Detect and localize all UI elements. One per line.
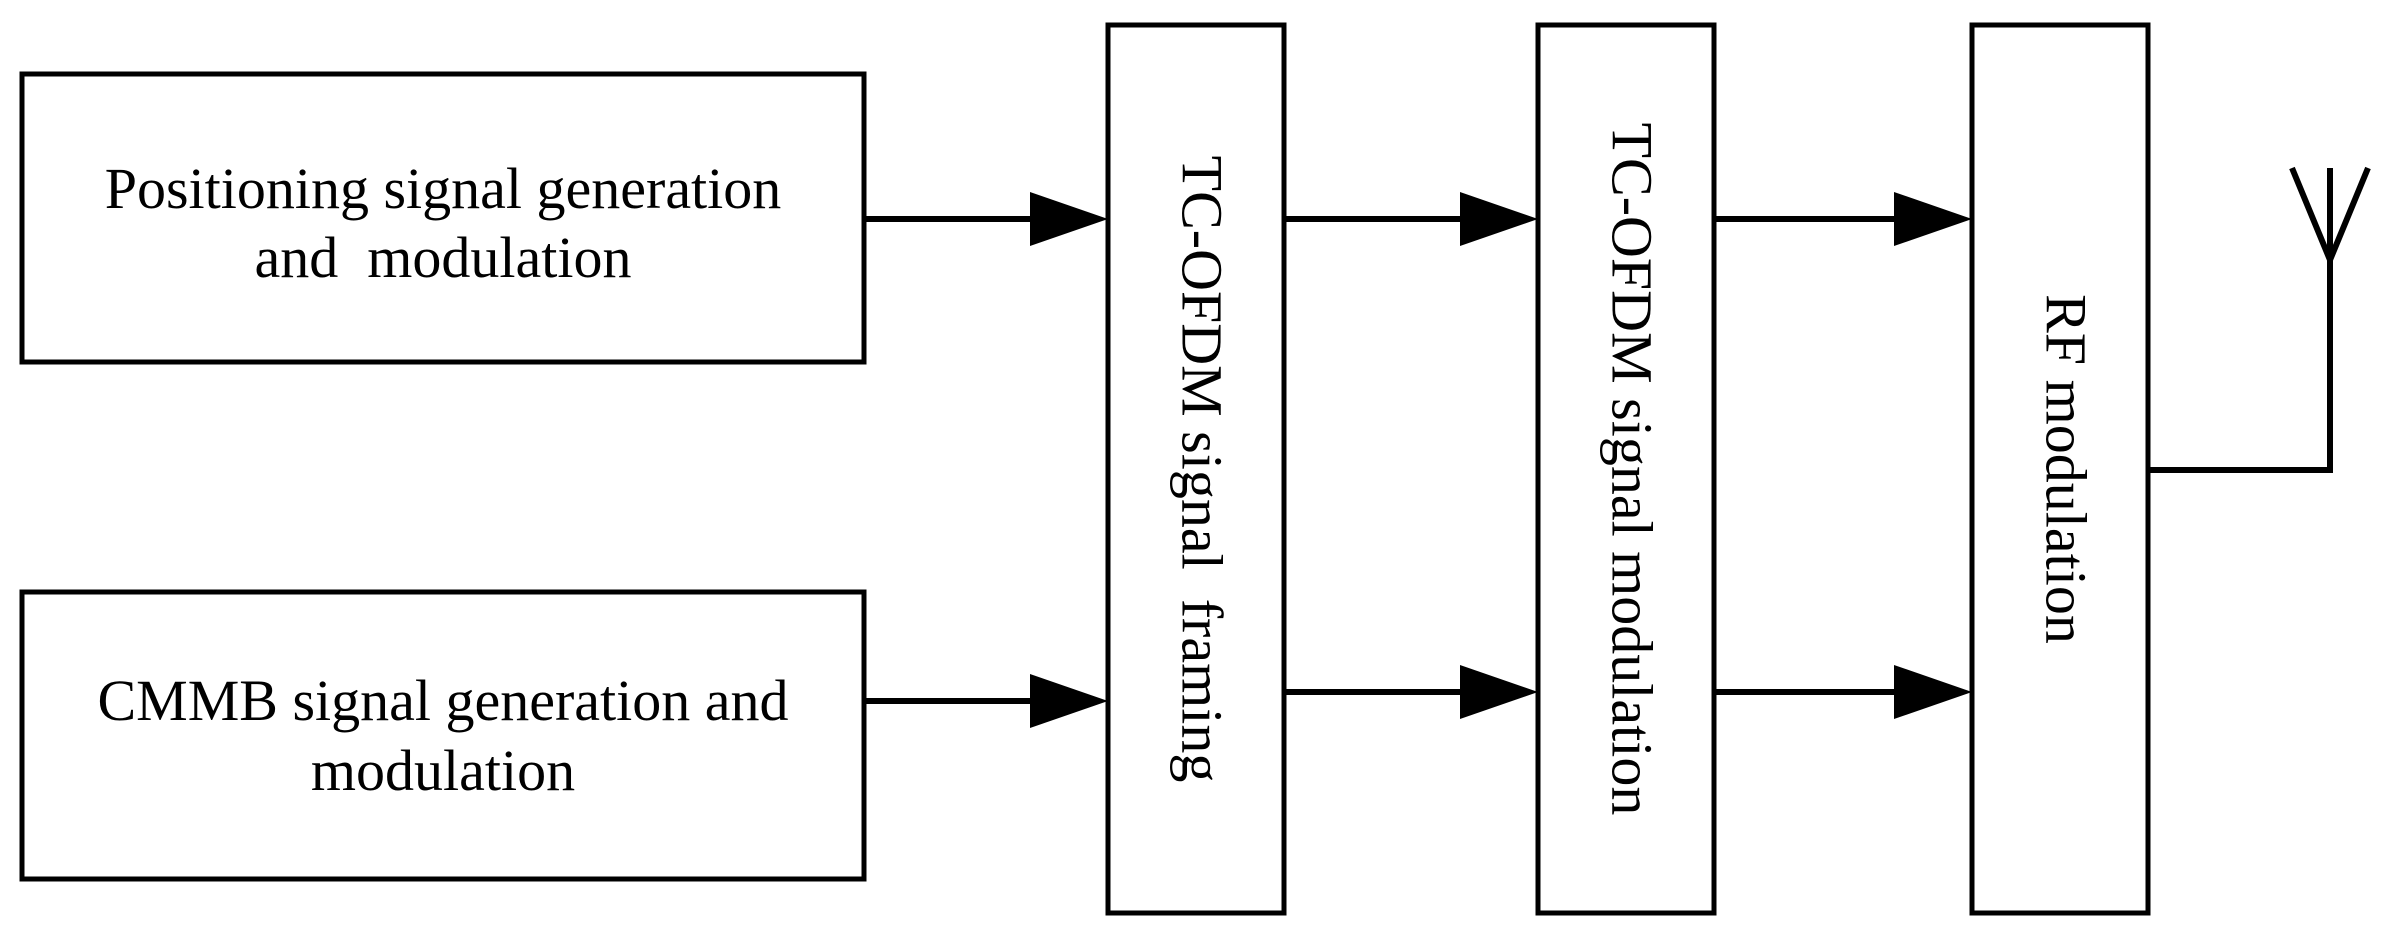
framing-label: TC-OFDM signal framing — [1170, 156, 1235, 783]
arrow-cmmb-to-framing — [864, 674, 1108, 728]
arrow-modulation-to-rf-bottom — [1714, 665, 1972, 719]
arrow-positioning-to-framing — [864, 192, 1108, 246]
rf-output-line — [2148, 260, 2333, 473]
ofdm-modulation-box — [1535, 22, 1717, 916]
framing-block: TC-OFDM signal framing — [1105, 22, 1287, 916]
cmmb-signal-label-line2: modulation — [311, 738, 575, 803]
arrow-framing-to-modulation-top — [1284, 192, 1538, 246]
rf-modulation-block: RF modulation — [1969, 22, 2151, 916]
ofdm-modulation-block: TC-OFDM signal modulation — [1535, 22, 1717, 916]
cmmb-signal-box — [19, 589, 867, 882]
ofdm-modulation-label: TC-OFDM signal modulation — [1600, 123, 1665, 816]
rf-modulation-label: RF modulation — [2034, 294, 2099, 644]
cmmb-signal-label-line1: CMMB signal generation and — [97, 668, 788, 733]
positioning-signal-label-line2: and modulation — [255, 225, 632, 290]
positioning-signal-block: Positioning signal generation and modula… — [19, 71, 867, 365]
framing-box — [1105, 22, 1287, 916]
antenna-icon — [2289, 166, 2371, 268]
arrow-modulation-to-rf-top — [1714, 192, 1972, 246]
cmmb-signal-block: CMMB signal generation and modulation — [19, 589, 867, 882]
arrow-framing-to-modulation-bottom — [1284, 665, 1538, 719]
positioning-signal-label-line1: Positioning signal generation — [105, 156, 782, 221]
positioning-signal-box — [19, 71, 867, 365]
